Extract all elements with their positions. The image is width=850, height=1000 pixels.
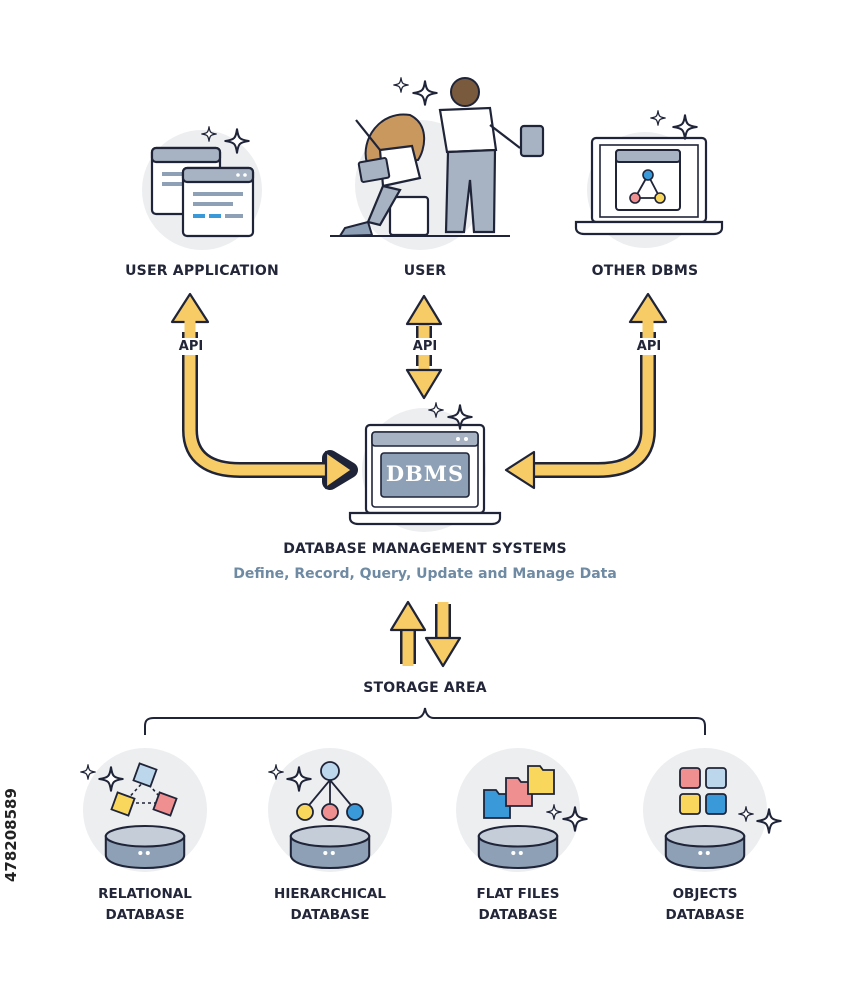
db-label-hierarchical: HIERARCHICAL DATABASE xyxy=(250,884,410,926)
db-label-objects: OBJECTS DATABASE xyxy=(630,884,780,926)
database-cylinder-icon xyxy=(289,824,371,870)
files-icon xyxy=(483,765,555,819)
left-api-arrow xyxy=(170,292,358,490)
sparkle-icon xyxy=(412,80,438,106)
stock-id: 478208589 xyxy=(2,788,20,882)
db-label-line2: DATABASE xyxy=(478,907,558,923)
label-user: USER xyxy=(403,263,447,279)
laptop-graph-icon xyxy=(574,136,724,236)
storage-brace xyxy=(144,707,706,735)
label-other-dbms: OTHER DBMS xyxy=(591,263,699,279)
hierarchy-icon xyxy=(296,761,364,821)
db-label-line1: FLAT FILES xyxy=(476,886,560,902)
db-label-line2: DATABASE xyxy=(105,907,185,923)
db-label-flatfiles: FLAT FILES DATABASE xyxy=(443,884,593,926)
people-icon xyxy=(330,77,545,238)
db-label-line2: DATABASE xyxy=(665,907,745,923)
api-label-left: API xyxy=(172,338,210,355)
right-api-arrow xyxy=(504,292,668,490)
storage-down-arrow xyxy=(424,602,462,668)
db-label-relational: RELATIONAL DATABASE xyxy=(70,884,220,926)
dbms-title: DATABASE MANAGEMENT SYSTEMS xyxy=(283,541,567,557)
db-label-line1: HIERARCHICAL xyxy=(274,886,386,902)
storage-up-arrow xyxy=(389,600,427,666)
sparkle-icon xyxy=(650,110,666,126)
dbms-subtitle: Define, Record, Query, Update and Manage… xyxy=(233,566,617,582)
db-label-line1: OBJECTS xyxy=(672,886,738,902)
sparkle-icon xyxy=(393,77,409,93)
database-cylinder-icon xyxy=(664,824,746,870)
database-cylinder-icon xyxy=(477,824,559,870)
sparkle-icon xyxy=(672,114,698,140)
app-windows-icon xyxy=(150,146,255,238)
label-user-application: USER APPLICATION xyxy=(125,263,279,279)
db-label-line1: RELATIONAL xyxy=(98,886,192,902)
storage-title: STORAGE AREA xyxy=(363,680,487,696)
api-label-center: API xyxy=(406,338,444,355)
dbms-screen-text: DBMS xyxy=(385,461,465,486)
database-cylinder-icon xyxy=(104,824,186,870)
objects-grid-icon xyxy=(679,767,727,815)
dbms-laptop-icon xyxy=(348,423,502,526)
api-label-right: API xyxy=(630,338,668,355)
db-label-line2: DATABASE xyxy=(290,907,370,923)
cube-network-icon xyxy=(110,762,178,817)
